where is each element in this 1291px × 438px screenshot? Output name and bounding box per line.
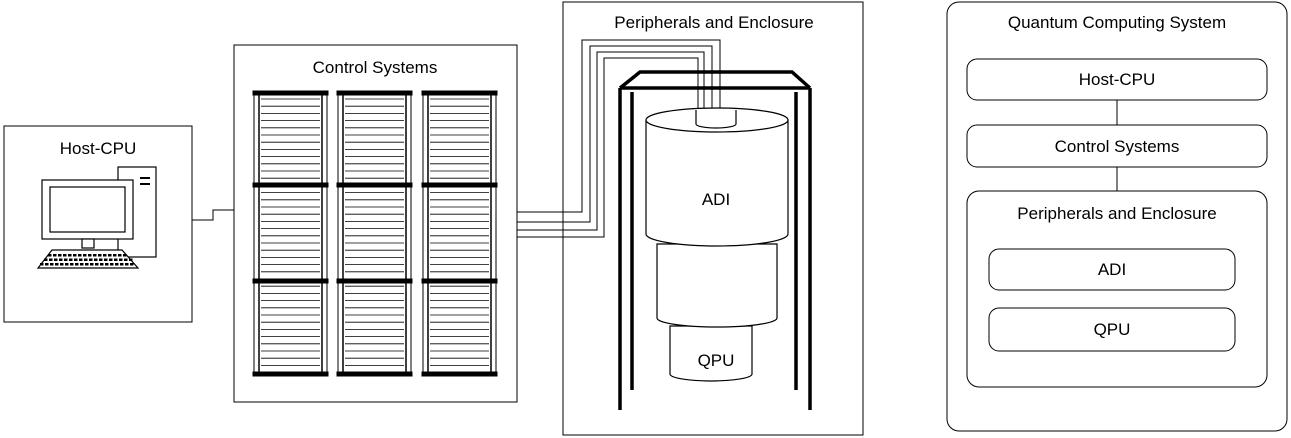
hierarchy-adi-label: ADI bbox=[1098, 260, 1126, 279]
desktop-computer-icon bbox=[36, 166, 157, 269]
qpu-label: QPU bbox=[698, 351, 735, 370]
hierarchy-control-label: Control Systems bbox=[1055, 137, 1180, 156]
adi-stage bbox=[645, 119, 789, 247]
hierarchy-qpu-label: QPU bbox=[1094, 320, 1131, 339]
peripherals-panel: Peripherals and Enclosure ADI QPU bbox=[562, 1, 864, 436]
hierarchy-adi-box bbox=[988, 248, 1236, 291]
cryostat bbox=[645, 107, 789, 382]
host-cpu-title: Host-CPU bbox=[60, 139, 137, 158]
server-rack bbox=[421, 90, 498, 377]
server-rack bbox=[336, 90, 413, 377]
hierarchy-panel: Quantum Computing System Host-CPU Contro… bbox=[946, 1, 1288, 432]
adi-label: ADI bbox=[702, 190, 730, 209]
control-systems-panel: Control Systems bbox=[233, 44, 518, 403]
server-rack bbox=[252, 90, 329, 377]
cryostat-neck bbox=[695, 110, 737, 129]
host-to-control-link bbox=[192, 209, 234, 221]
middle-stage bbox=[656, 243, 778, 328]
peripherals-frame bbox=[562, 1, 864, 436]
keyboard-keys bbox=[40, 254, 134, 266]
qpu-stage bbox=[669, 325, 753, 382]
hierarchy-qpu-box bbox=[988, 307, 1236, 352]
server-racks bbox=[252, 90, 498, 377]
hierarchy-host-label: Host-CPU bbox=[1079, 70, 1156, 89]
hierarchy-title: Quantum Computing System bbox=[1008, 13, 1226, 32]
host-cpu-panel: Host-CPU bbox=[3, 125, 193, 323]
peripherals-title: Peripherals and Enclosure bbox=[614, 13, 813, 32]
control-systems-title: Control Systems bbox=[313, 58, 438, 77]
hierarchy-peripherals-label: Peripherals and Enclosure bbox=[1017, 204, 1216, 223]
hierarchy-host-box bbox=[966, 58, 1268, 101]
enclosure-frame bbox=[618, 70, 812, 410]
hierarchy-control-box bbox=[966, 124, 1268, 168]
